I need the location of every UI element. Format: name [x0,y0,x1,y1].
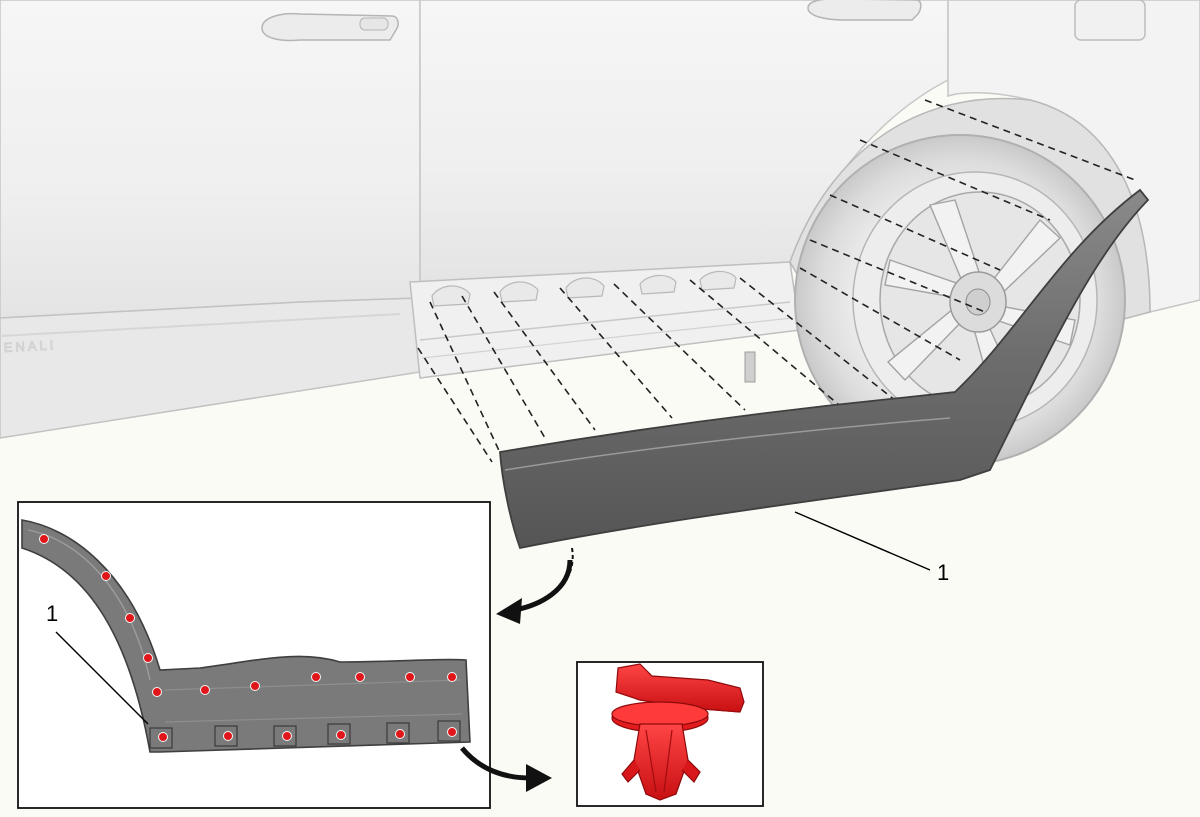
fastener-dot [336,730,346,740]
vehicle-body: ENALI [0,0,1200,439]
fastener-dot [282,731,292,741]
molding-rear-view [21,519,471,753]
fastener-dot [395,729,405,739]
molding-detail-view: 1 [17,501,491,809]
fastener-dot [152,687,162,697]
wheel-opening-molding [499,188,1150,550]
fastener-detail-view [576,661,764,807]
push-pin-retainer-icon [611,663,745,801]
detail-frame [17,501,491,809]
fastener-dot [101,571,111,581]
fastener-dot [158,732,168,742]
fuel-door [1074,0,1146,41]
front-door-panel [0,0,421,319]
alignment-lines [417,99,1136,471]
fastener-dot [125,613,135,623]
fastener-dot [200,685,210,695]
fastener-markers [39,534,457,742]
vehicle-badge: ENALI [3,337,56,355]
fastener-dot [250,681,260,691]
rear-door-handle [807,0,922,21]
fastener-dot [143,653,153,663]
front-door-handle [261,12,399,42]
fastener-dot [311,672,321,682]
callout-label-detail: 1 [46,601,58,626]
lower-body-cladding [0,297,421,439]
callout-leader-detail [55,631,149,725]
callout-label-main: 1 [937,560,949,585]
curved-arrow-icon [496,547,574,624]
callout-leader-main [794,511,931,571]
fastener-dot [405,672,415,682]
fastener-dot [355,672,365,682]
fastener-dot [447,727,457,737]
rocker-mount-bosses [431,270,737,307]
fastener-dot [39,534,49,544]
curved-arrow-icon [460,746,552,792]
fastener-dot [447,672,457,682]
fastener-dot [223,731,233,741]
